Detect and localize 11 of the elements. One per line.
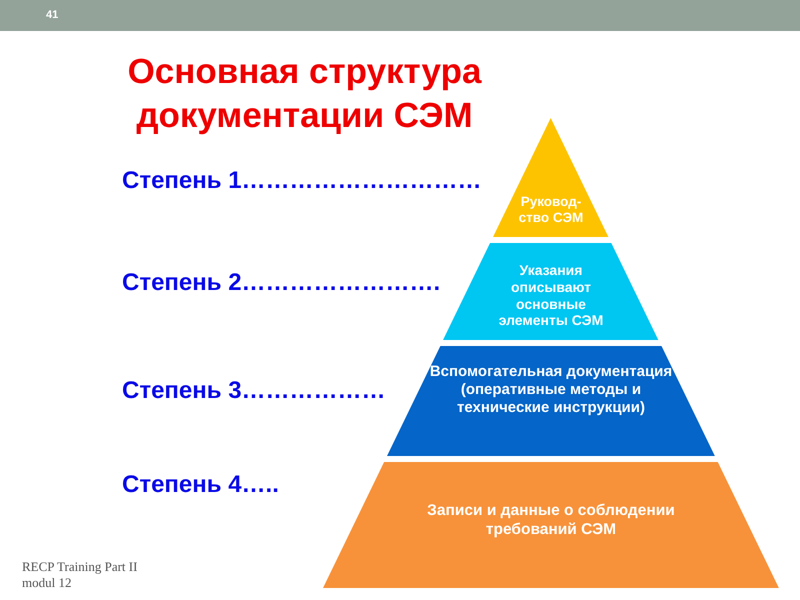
level-label: Степень 2……………………. [122,268,440,298]
tier-text: Указания описывают основные элементы СЭМ [498,262,604,330]
level-label: Степень 3……………… [122,376,386,406]
slide-title: Основная структура документации СЭМ [126,51,483,137]
footer-note: RECP Training Part II modul 12 [22,559,138,591]
tier-text: Руковод-ство СЭМ [518,194,584,226]
tier-text: Записи и данные о соблюдении требований СЭМ [426,502,676,540]
level-label: Степень 4….. [122,470,279,500]
level-label: Степень 1………………………… [122,166,482,196]
slide-number: 41 [46,9,58,22]
tier-text: Вспомогательная документация (оперативные методы и технические инструкции) [428,363,674,417]
